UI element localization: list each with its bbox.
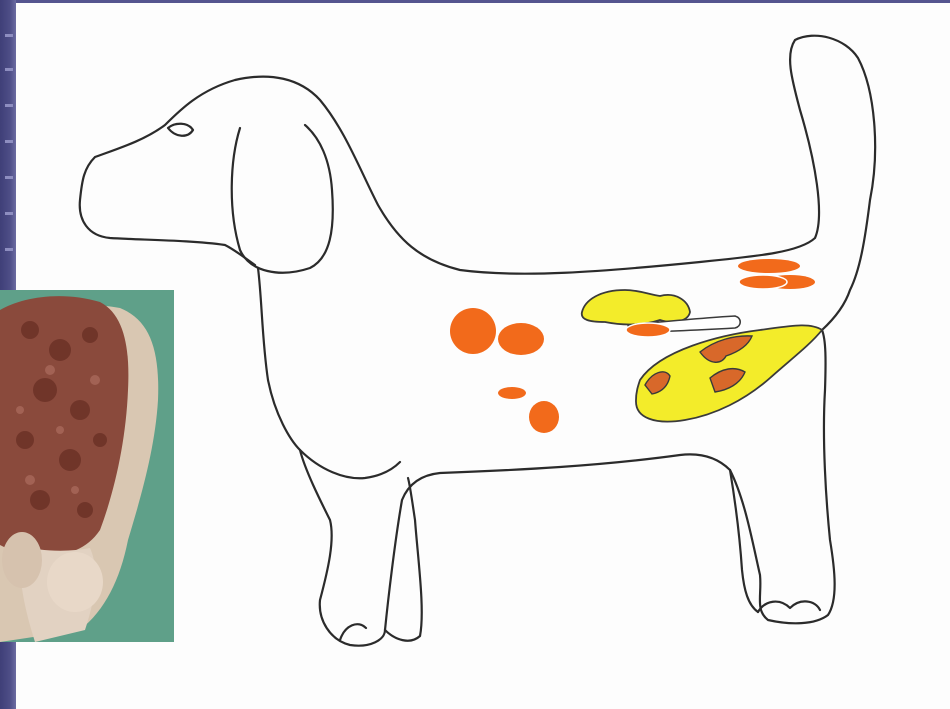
dog-front-leg-inner bbox=[385, 478, 422, 641]
specimen-node bbox=[47, 552, 103, 612]
yellow-organ-group bbox=[582, 290, 822, 422]
dog-ear-outline bbox=[232, 125, 333, 273]
dog-front-paw-outline bbox=[340, 624, 366, 640]
dog-eye-outline bbox=[168, 124, 193, 136]
dog-front-leg-outline bbox=[300, 450, 400, 478]
lesion-flat bbox=[626, 323, 670, 337]
lesion-small bbox=[498, 387, 526, 399]
lesion-flat bbox=[739, 275, 787, 289]
dog-hind-paw-outline bbox=[758, 601, 820, 612]
lesion-medium bbox=[498, 323, 544, 355]
dog-hind-leg-inner bbox=[730, 470, 758, 612]
lesion-large bbox=[450, 308, 496, 354]
dog-belly-outline bbox=[258, 268, 835, 646]
yellow-organ-upper bbox=[582, 290, 690, 324]
specimen-node bbox=[2, 532, 42, 588]
lesion-flat bbox=[738, 259, 800, 273]
specimen-photo bbox=[0, 290, 174, 642]
lesion-medium bbox=[529, 401, 559, 433]
